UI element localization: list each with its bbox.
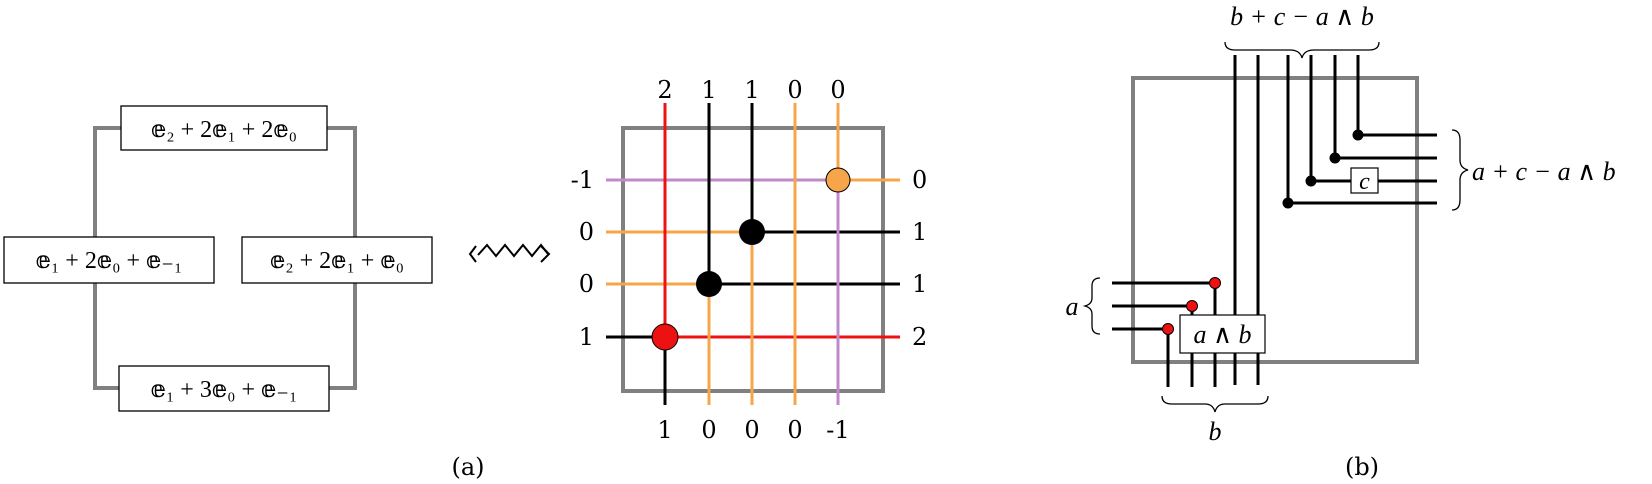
grid-diagram: 2 1 1 0 0 1 0 0 0 -1 -1 0 0 1 0 1 1 2 — [571, 76, 928, 444]
left-label-2: 0 — [579, 218, 594, 246]
box-c-label: c — [1359, 169, 1370, 195]
bottom-brace-label: b — [1209, 417, 1222, 446]
top-brace — [1224, 41, 1380, 59]
state-box-bottom: 𝕖₁ + 3𝕖₀ + 𝕖₋₁ — [118, 365, 330, 412]
bottom-label-5: -1 — [826, 416, 849, 444]
dot-black-lower — [696, 271, 722, 297]
bottom-label-2: 0 — [701, 416, 716, 444]
wiring-frame — [1131, 76, 1419, 364]
top-label-2: 1 — [701, 76, 716, 104]
state-label-top: 𝕖₂ + 2𝕖₁ + 2𝕖₀ — [151, 117, 297, 143]
l-line-3 — [1333, 55, 1437, 160]
bottom-label-4: 0 — [787, 416, 802, 444]
state-label-right: 𝕖₂ + 2𝕖₁ + 𝕖₀ — [270, 248, 404, 274]
dot-red — [651, 323, 679, 351]
caption-a: (a) — [451, 453, 484, 481]
state-box-top: 𝕖₂ + 2𝕖₁ + 2𝕖₀ — [120, 105, 328, 151]
right-label-3: 1 — [912, 270, 927, 298]
caption-b: (b) — [1345, 453, 1379, 481]
ll-dot-1 — [1209, 277, 1221, 289]
box-a-and-b: a ∧ b — [1179, 314, 1266, 354]
top-label-5: 0 — [830, 76, 845, 104]
dot-orange — [825, 167, 851, 193]
right-label-2: 1 — [912, 218, 927, 246]
box-a-and-b-label: a ∧ b — [1193, 320, 1251, 349]
l-dot-4 — [1352, 129, 1364, 141]
right-brace — [1451, 129, 1469, 211]
state-label-bottom: 𝕖₁ + 3𝕖₀ + 𝕖₋₁ — [151, 377, 298, 403]
ll-dot-3 — [1162, 323, 1174, 335]
bottom-brace — [1161, 395, 1269, 413]
state-box-left: 𝕖₁ + 2𝕖₀ + 𝕖₋₁ — [3, 236, 215, 284]
left-brace — [1082, 277, 1101, 335]
left-label-3: 0 — [579, 270, 594, 298]
l-line-4 — [1356, 55, 1437, 137]
dot-black-upper — [739, 219, 765, 245]
wiring-diagram: b + c − a ∧ b c a + c − a ∧ b a — [1066, 2, 1616, 446]
l-dot-1 — [1282, 197, 1294, 209]
top-label-4: 0 — [787, 76, 802, 104]
right-label-4: 2 — [912, 323, 927, 351]
top-brace-label: b + c − a ∧ b — [1230, 2, 1374, 31]
left-label-4: 1 — [579, 323, 594, 351]
bottom-label-1: 1 — [657, 416, 672, 444]
cycle-diagram: 𝕖₂ + 2𝕖₁ + 2𝕖₀ 𝕖₁ + 2𝕖₀ + 𝕖₋₁ 𝕖₂ + 2𝕖₁ +… — [3, 105, 433, 412]
left-brace-label: a — [1066, 292, 1079, 321]
ll-line-3 — [1112, 327, 1170, 387]
state-label-left: 𝕖₁ + 2𝕖₀ + 𝕖₋₁ — [36, 248, 183, 274]
l-dot-2 — [1305, 175, 1317, 187]
state-box-right: 𝕖₂ + 2𝕖₁ + 𝕖₀ — [241, 236, 433, 284]
l-dot-3 — [1329, 152, 1341, 164]
right-label-1: 0 — [912, 166, 927, 194]
squiggle-arrow-icon — [468, 243, 551, 263]
bottom-label-3: 0 — [744, 416, 759, 444]
top-label-1: 2 — [657, 76, 672, 104]
box-c: c — [1350, 167, 1379, 195]
left-label-1: -1 — [571, 166, 594, 194]
top-label-3: 1 — [744, 76, 759, 104]
ll-dot-2 — [1186, 300, 1198, 312]
right-brace-label: a + c − a ∧ b — [1472, 157, 1616, 186]
